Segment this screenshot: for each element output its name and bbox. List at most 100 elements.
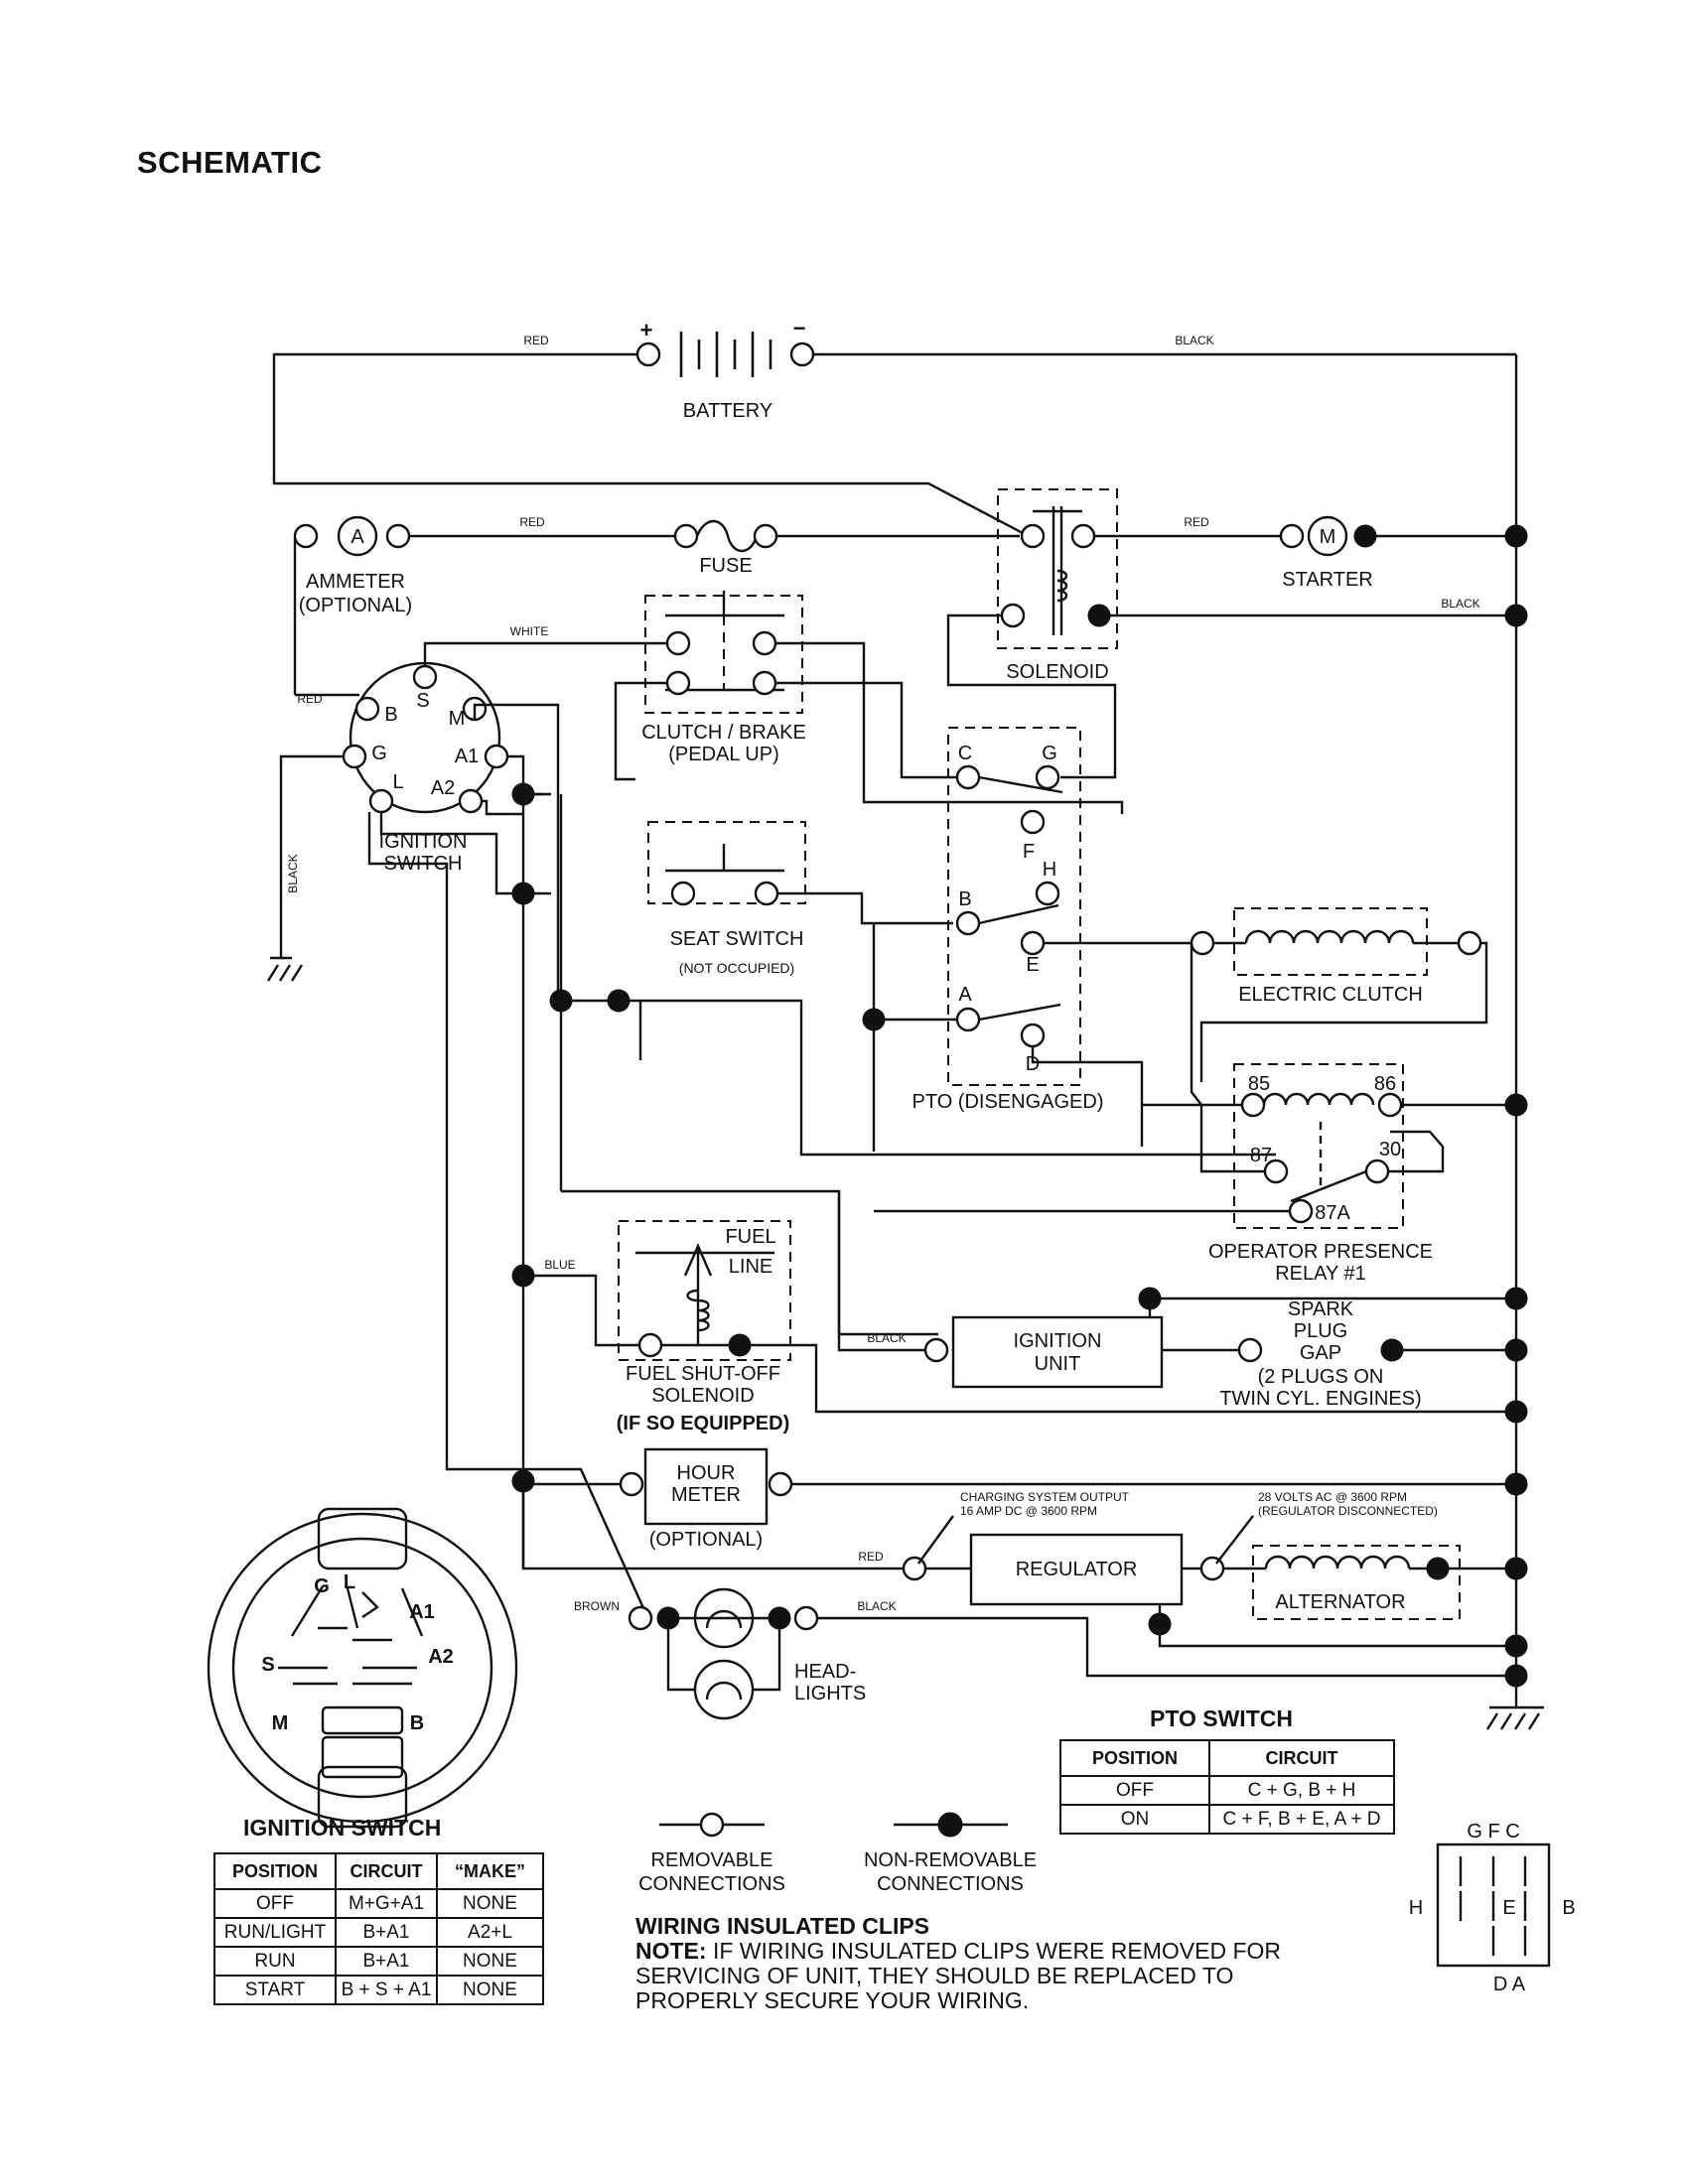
ignition-label-1: IGNITION [379,831,468,853]
pto-terminal-a: A [958,984,972,1006]
clutch-brake-sub: (PEDAL UP) [668,744,779,765]
legend-nonremovable-2: CONNECTIONS [877,1873,1024,1895]
wire-black-ignition-unit: BLACK [867,1331,906,1345]
charging-system: REGULATOR ALTERNATOR RED CHARGING SYSTEM… [521,1490,1516,1648]
note-line-3: PROPERLY SECURE YOUR WIRING. [635,1987,1030,2013]
fuel-solenoid-label-2: SOLENOID [651,1385,754,1407]
table-cell: OFF [213,1888,337,1919]
battery-minus: − [793,316,806,341]
pto-table-title: PTO SWITCH [1150,1706,1293,1731]
note-text-1: IF WIRING INSULATED CLIPS WERE REMOVED F… [712,1938,1282,1964]
ignition-unit: IGNITION UNIT BLACK SPARK PLUG GAP (2 PL… [837,1191,1516,1410]
note-label: NOTE: [635,1938,707,1964]
battery-plus: + [640,318,653,342]
electric-clutch-label: ELECTRIC CLUTCH [1238,984,1423,1006]
sw-label-l: L [344,1571,355,1593]
pto-terminal-d: D [1026,1053,1040,1075]
sw-label-a1: A1 [409,1601,435,1623]
ignition-switch: B S M G A1 L A2 IGNITION SWITCH BLACK WH… [266,624,667,1609]
spark-line2: PLUG [1294,1320,1347,1342]
table-cell: ON [1059,1804,1210,1835]
wire-red-regulator: RED [858,1550,884,1564]
charging-output-1: CHARGING SYSTEM OUTPUT [960,1490,1130,1504]
wire-blue: BLUE [544,1258,575,1272]
ignition-unit-1: IGNITION [1014,1330,1102,1352]
ign-terminal-g: G [371,743,387,764]
ignition-table-title: IGNITION SWITCH [243,1815,442,1841]
pto-terminal-g: G [1042,743,1057,764]
ign-terminal-a2: A2 [431,777,455,799]
table-cell: C + F, B + E, A + D [1208,1804,1395,1835]
sw-label-a2: A2 [428,1646,454,1668]
clutch-brake-label: CLUTCH / BRAKE [641,722,806,744]
relay-terminal-86: 86 [1374,1073,1396,1095]
pto-terminal-f: F [1023,841,1035,863]
table-row: OFF M+G+A1 NONE [213,1888,544,1919]
alternator-label: ALTERNATOR [1275,1591,1405,1613]
clutch-brake-switch: CLUTCH / BRAKE (PEDAL UP) [614,591,1124,814]
pto-terminal-b: B [958,888,971,910]
table-cell: START [213,1975,337,2005]
wire-red-ignition: RED [297,692,323,706]
column-header: CIRCUIT [335,1852,438,1890]
pto-label: PTO (DISENGAGED) [912,1091,1104,1113]
relay-terminal-30: 30 [1379,1139,1401,1160]
table-cell: M+G+A1 [335,1888,438,1919]
ign-terminal-m: M [449,708,466,730]
starter-label: STARTER [1282,569,1373,591]
regulator-label: REGULATOR [1016,1559,1138,1580]
ammeter-optional: (OPTIONAL) [299,595,412,616]
fuse-label: FUSE [699,555,752,577]
electric-clutch: ELECTRIC CLUTCH [1190,907,1488,1082]
column-header: CIRCUIT [1208,1739,1395,1777]
legend-removable-2: CONNECTIONS [638,1873,785,1895]
note-line-1: NOTE: IF WIRING INSULATED CLIPS WERE REM… [635,1939,1281,1964]
wire-black-headlights: BLACK [857,1599,896,1613]
wire-black-solenoid: BLACK [1441,597,1479,611]
wire-black-battery: BLACK [1175,334,1213,347]
ammeter: A AMMETER (OPTIONAL) RED RED [293,515,545,706]
pto-connector-center: E [1502,1897,1515,1919]
sw-label-m: M [272,1712,289,1734]
relay-label-1: OPERATOR PRESENCE [1208,1241,1433,1263]
line-label: LINE [729,1256,772,1278]
ign-terminal-l: L [392,771,403,793]
ignition-switch-table: POSITION CIRCUIT “MAKE” OFF M+G+A1 NONE … [213,1852,544,2005]
pto-connector-right: B [1562,1897,1575,1919]
wire-red-battery: RED [523,334,549,347]
fuse: FUSE [409,519,1020,577]
wiring-note: WIRING INSULATED CLIPS NOTE: IF WIRING I… [635,1914,1281,2013]
pto-connector: G F C H E B D A [1409,1821,1576,1995]
operator-presence-relay: 85 86 87 30 87A OPERATOR PRESENCE RELAY … [874,943,1528,1285]
sw-label-g: G [314,1575,330,1597]
wire-brown: BROWN [574,1599,620,1613]
table-header-row: POSITION CIRCUIT “MAKE” [213,1852,544,1890]
wire-white: WHITE [510,624,549,638]
pto-connector-left: H [1409,1897,1423,1919]
hour-meter-optional: (OPTIONAL) [649,1529,763,1551]
seat-switch: SEAT SWITCH (NOT OCCUPIED) [647,821,953,976]
table-row: RUN B+A1 NONE [213,1946,544,1977]
table-cell: A2+L [436,1917,544,1948]
pto-terminal-c: C [958,743,972,764]
relay-terminal-87a: 87A [1315,1202,1350,1224]
ign-terminal-b: B [384,704,397,726]
ammeter-symbol: A [351,526,364,548]
relay-terminal-85: 85 [1248,1073,1270,1095]
spark-line1: SPARK [1288,1298,1354,1320]
relay-terminal-87: 87 [1250,1145,1272,1166]
table-row: START B + S + A1 NONE [213,1975,544,2005]
table-cell: RUN [213,1946,337,1977]
legend-removable-1: REMOVABLE [651,1849,773,1871]
spark-line5: TWIN CYL. ENGINES) [1219,1388,1421,1410]
headlights-1: HEAD- [794,1661,856,1683]
hour-meter: HOUR METER (OPTIONAL) [534,1447,1516,1551]
pto-switch: C G F H B E A D PTO (DISENGAGED) [638,727,1192,1152]
legend-nonremovable-1: NON-REMOVABLE [864,1849,1037,1871]
ignition-switch-drawing: G L A1 A2 S M B [207,1507,518,1829]
ign-terminal-a1: A1 [455,746,479,767]
legend: REMOVABLE CONNECTIONS NON-REMOVABLE CONN… [638,1812,1037,1895]
wire-black-ground: BLACK [286,854,300,892]
starter: M STARTER RED BLACK [1094,515,1516,611]
